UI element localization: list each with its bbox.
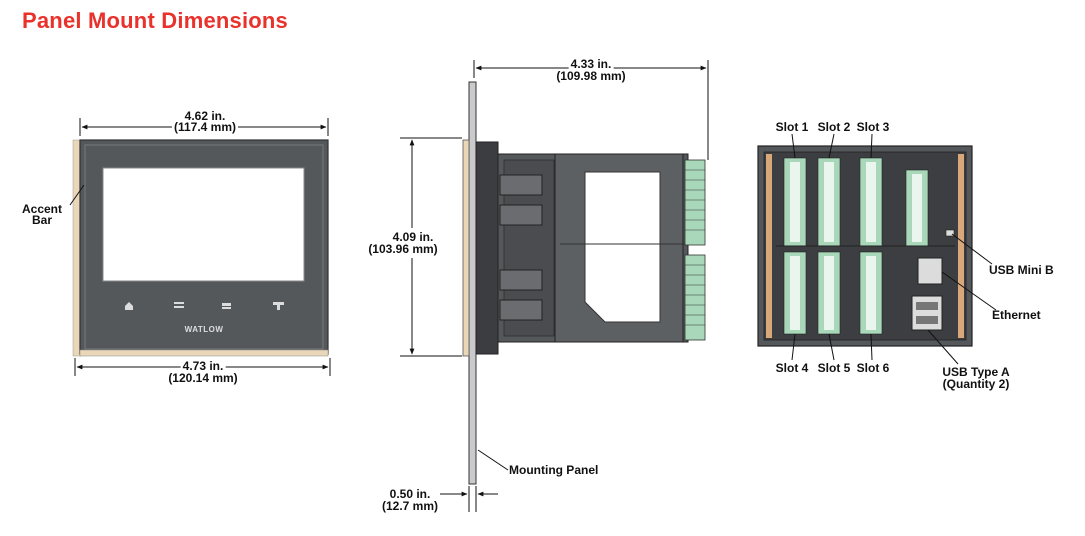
front-width-top-mm: (117.4 mm) <box>171 120 239 134</box>
usb-mini-b-label: USB Mini B <box>989 263 1054 277</box>
usb-mini-b-port <box>945 229 955 237</box>
slot-2-label: Slot 2 <box>817 120 851 134</box>
mounting-panel-label: Mounting Panel <box>509 463 599 477</box>
front-width-bottom-mm: (120.14 mm) <box>168 371 238 385</box>
accent-bar-label-2: Bar <box>31 213 53 227</box>
usb-type-a-label: USB Type A <box>942 365 1010 379</box>
ethernet-port <box>917 257 943 285</box>
mounting-panel <box>468 81 477 485</box>
slot-1-label: Slot 1 <box>775 120 809 134</box>
watlow-logo: WATLOW <box>184 325 224 334</box>
ethernet-label: Ethernet <box>992 308 1041 322</box>
page-title: Panel Mount Dimensions <box>22 8 288 33</box>
side-view <box>400 60 709 512</box>
side-window <box>584 171 661 323</box>
front-view <box>69 118 331 376</box>
slot-3-label: Slot 3 <box>856 120 890 134</box>
depth-dimension: 4.33 in. <box>568 57 614 71</box>
rear-view <box>757 133 997 365</box>
accent-bar-label-1: Accent <box>21 202 63 216</box>
slot-6-label: Slot 6 <box>856 361 890 375</box>
slot-5-label: Slot 5 <box>817 361 851 375</box>
front-keys <box>125 302 284 310</box>
usb-type-a-quantity: (Quantity 2) <box>942 377 1010 391</box>
height-dimension-mm: (103.96 mm) <box>368 242 438 256</box>
height-dimension: 4.09 in. <box>390 230 436 244</box>
front-width-bottom: 4.73 in. <box>180 359 226 373</box>
front-width-top: 4.62 in. <box>184 109 226 123</box>
depth-dimension-mm: (109.98 mm) <box>556 69 626 83</box>
usb-a-ports <box>911 295 943 331</box>
panel-thickness-mm: (12.7 mm) <box>381 499 439 513</box>
display-screen <box>102 167 305 282</box>
slot-4-label: Slot 4 <box>775 361 809 375</box>
panel-thickness: 0.50 in. <box>389 487 431 501</box>
